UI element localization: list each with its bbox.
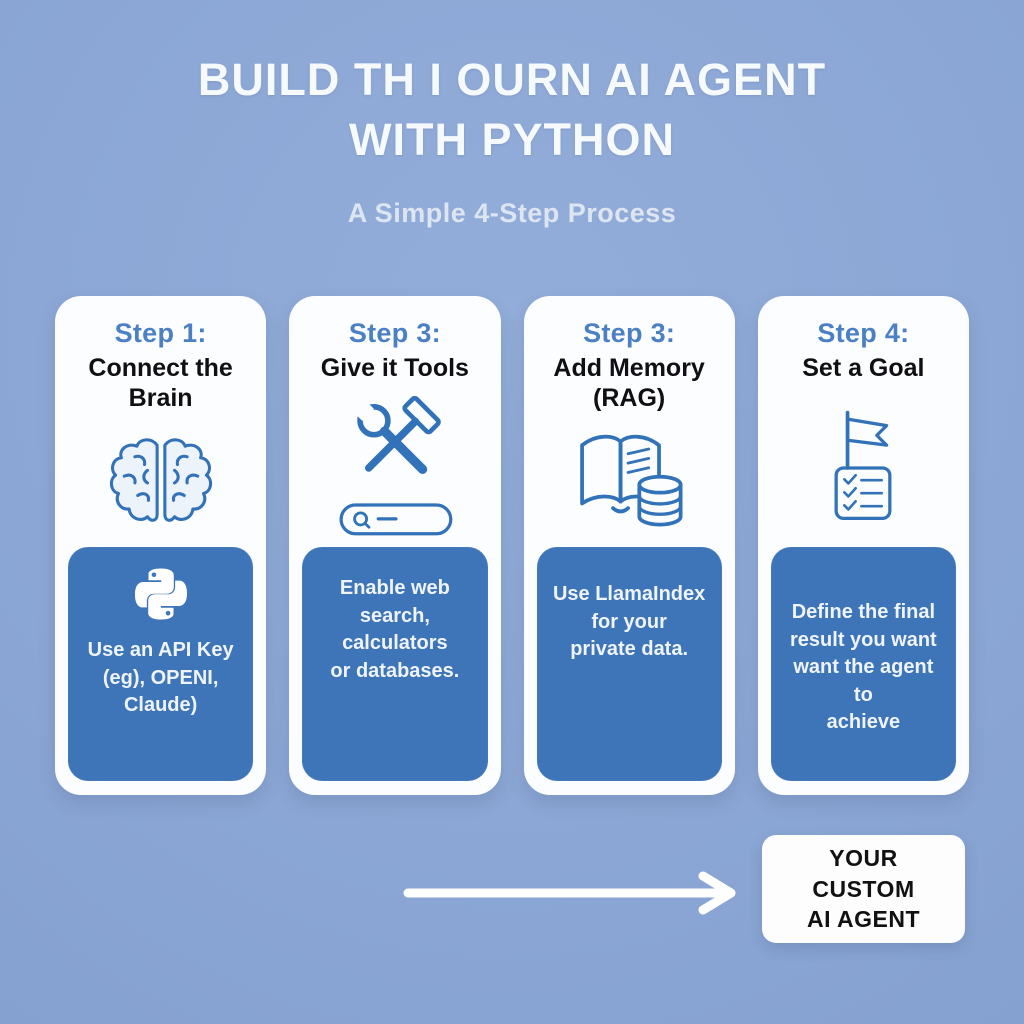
result-box: YOUR CUSTOM AI AGENT xyxy=(762,835,965,943)
step-title: Add Memory (RAG) xyxy=(553,354,705,412)
step-card-4: Step 4: Set a Goal Define the final resu… xyxy=(757,296,969,795)
book-database-icon xyxy=(580,434,683,527)
step-description: Enable web search, calculators or databa… xyxy=(330,577,460,682)
step-label: Step 1: xyxy=(114,318,207,348)
step-description: Define the final result you want want th… xyxy=(790,601,937,734)
steps-row: Step 1: Connect the Brain xyxy=(55,296,969,795)
step-card-3: Step 3: Add Memory (RAG) Use LlamaInd xyxy=(523,296,735,795)
step-label: Step 3: xyxy=(348,318,441,348)
step-title: Connect the Brain xyxy=(88,354,233,412)
step-detail-panel: Define the final result you want want th… xyxy=(770,547,956,781)
step-card-1: Step 1: Connect the Brain xyxy=(55,296,267,795)
flag-checklist-icon xyxy=(834,410,892,520)
brain-icon xyxy=(109,438,212,522)
right-arrow-icon xyxy=(403,871,736,915)
step-description: Use LlamaIndex for your private data. xyxy=(552,583,706,661)
step-label: Step 3: xyxy=(583,318,676,348)
page-subtitle: A Simple 4-Step Process xyxy=(347,197,677,228)
step-card-2: Step 3: Give it Tools xyxy=(289,296,501,795)
step-detail-panel: Enable web search, calculators or databa… xyxy=(302,547,488,781)
result-label: YOUR CUSTOM AI AGENT xyxy=(806,845,921,933)
python-logo-icon xyxy=(134,568,187,620)
tools-search-icon xyxy=(339,395,453,536)
step-description: Use an API Key (eg), OPENI, Claude) xyxy=(87,639,234,717)
step-detail-panel: Use LlamaIndex for your private data. xyxy=(536,547,722,781)
page-title: BUILD TH I OURN AI AGENT WITH PYTHON xyxy=(197,54,827,165)
step-title: Set a Goal xyxy=(802,354,925,382)
step-title: Give it Tools xyxy=(320,354,469,382)
step-label: Step 4: xyxy=(817,318,910,348)
step-detail-panel: Use an API Key (eg), OPENI, Claude) xyxy=(68,547,254,781)
header: BUILD TH I OURN AI AGENT WITH PYTHON A S… xyxy=(0,50,1024,229)
